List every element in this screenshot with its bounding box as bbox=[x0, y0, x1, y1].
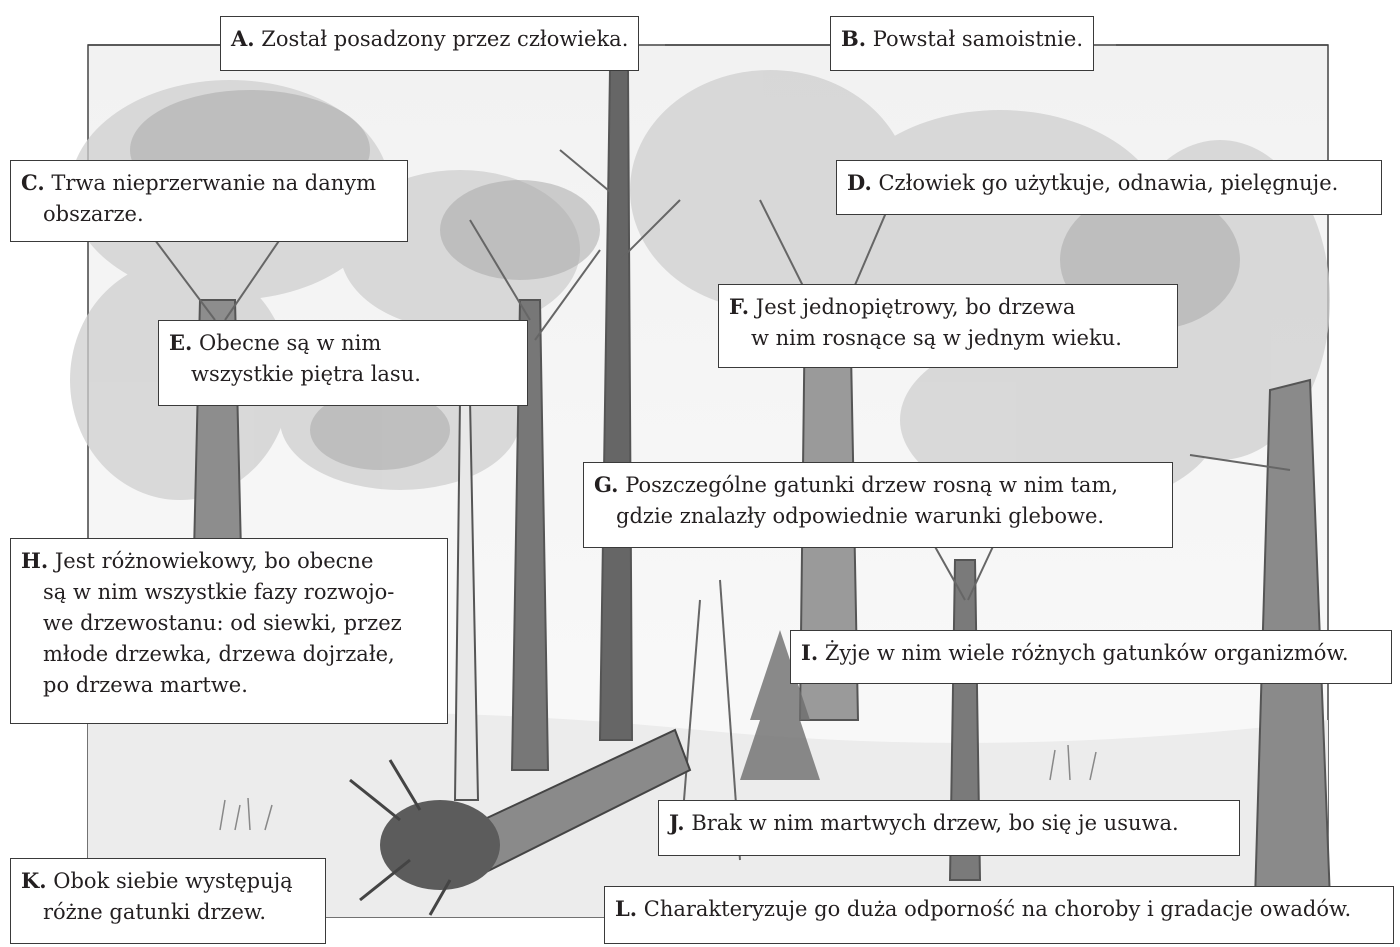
statement-letter: G. bbox=[594, 472, 619, 497]
statement-letter: E. bbox=[169, 330, 193, 355]
statement-text: Jest różnowiekowy, bo obecne bbox=[54, 549, 374, 573]
statement-text: są w nim wszystkie fazy rozwojo- bbox=[43, 580, 395, 604]
statement-text: Powstał samoistnie. bbox=[872, 27, 1083, 51]
statement-text: Został posadzony przez człowieka. bbox=[261, 27, 629, 51]
statement-text: Charakteryzuje go duża odporność na chor… bbox=[643, 897, 1352, 921]
statement-letter: C. bbox=[21, 170, 45, 195]
statement-text: Brak w nim martwych drzew, bo się je usu… bbox=[691, 811, 1179, 835]
statement-text: po drzewa martwe. bbox=[43, 673, 248, 697]
statement-text: Obecne są w nim bbox=[199, 331, 382, 355]
statement-f: F. Jest jednopiętrowy, bo drzewa w nim r… bbox=[718, 284, 1178, 368]
statement-letter: A. bbox=[231, 26, 255, 51]
statement-a: A. Został posadzony przez człowieka. bbox=[220, 16, 640, 71]
statement-h: H. Jest różnowiekowy, bo obecne są w nim… bbox=[10, 538, 448, 724]
statement-text: wszystkie piętra lasu. bbox=[191, 362, 421, 386]
statement-text: Obok siebie występują bbox=[53, 869, 293, 893]
statement-i: I. Żyje w nim wiele różnych gatunków org… bbox=[790, 630, 1392, 684]
statement-text: gdzie znalazły odpowiednie warunki glebo… bbox=[616, 504, 1105, 528]
statement-text: Poszczególne gatunki drzew rosną w nim t… bbox=[625, 473, 1119, 497]
statement-b: B. Powstał samoistnie. bbox=[830, 16, 1094, 71]
statement-text: we drzewostanu: od siewki, przez bbox=[43, 611, 402, 635]
statement-text: Jest jednopiętrowy, bo drzewa bbox=[755, 295, 1076, 319]
statement-text: Trwa nieprzerwanie na danym bbox=[51, 171, 377, 195]
statement-letter: B. bbox=[841, 26, 867, 51]
statement-text: Żyje w nim wiele różnych gatunków organi… bbox=[824, 641, 1349, 665]
statement-j: J. Brak w nim martwych drzew, bo się je … bbox=[658, 800, 1240, 856]
statement-k: K. Obok siebie występują różne gatunki d… bbox=[10, 858, 326, 944]
statement-g: G. Poszczególne gatunki drzew rosną w ni… bbox=[583, 462, 1173, 548]
fallen-log bbox=[349, 728, 692, 916]
statement-letter: H. bbox=[21, 548, 49, 573]
statement-letter: D. bbox=[847, 170, 872, 195]
grass bbox=[219, 744, 1097, 831]
statement-letter: F. bbox=[729, 294, 750, 319]
young-spruce bbox=[740, 630, 820, 780]
statement-c: C. Trwa nieprzerwanie na danym obszarze. bbox=[10, 160, 408, 242]
statement-letter: K. bbox=[21, 868, 47, 893]
statement-d: D. Człowiek go użytkuje, odnawia, pielęg… bbox=[836, 160, 1382, 215]
statement-text: młode drzewka, drzewa dojrzałe, bbox=[43, 642, 395, 666]
statement-text: w nim rosnące są w jednym wieku. bbox=[751, 326, 1122, 350]
statement-letter: L. bbox=[615, 896, 638, 921]
statement-text: różne gatunki drzew. bbox=[43, 900, 267, 924]
statement-text: Człowiek go użytkuje, odnawia, pielęgnuj… bbox=[878, 171, 1339, 195]
statement-text: obszarze. bbox=[43, 202, 144, 226]
statement-e: E. Obecne są w nim wszystkie piętra lasu… bbox=[158, 320, 528, 406]
statement-l: L. Charakteryzuje go duża odporność na c… bbox=[604, 886, 1394, 944]
statement-letter: I. bbox=[801, 640, 819, 665]
statement-letter: J. bbox=[669, 810, 685, 835]
